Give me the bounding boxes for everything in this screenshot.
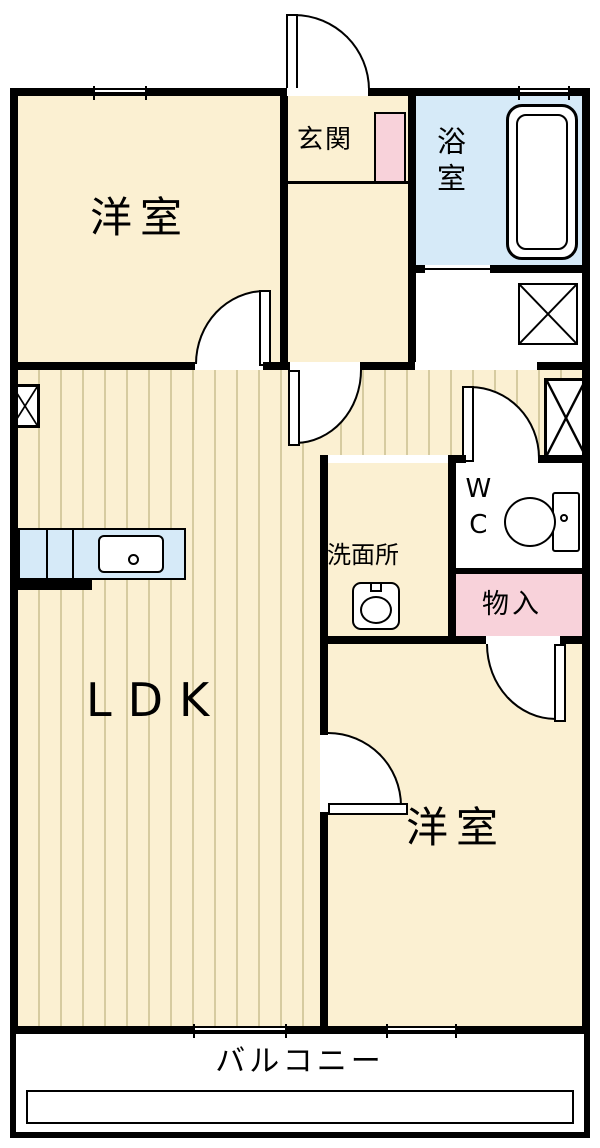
ps-box-right-icon: [544, 378, 588, 458]
toilet-tank: [552, 492, 580, 552]
toilet-icon: [504, 490, 582, 554]
toilet-handle-icon: [560, 514, 568, 522]
wall-segment: [408, 265, 425, 273]
wall-segment: [263, 362, 290, 370]
window: [193, 1024, 287, 1038]
washer-pan-icon: [518, 283, 578, 345]
toilet-bowl: [504, 497, 556, 547]
room-ldk: [18, 370, 320, 1026]
balcony-wall: [584, 1034, 590, 1138]
western2-door-leaf: [554, 644, 566, 722]
wall-segment: [280, 96, 288, 362]
wall-segment: [10, 362, 195, 370]
label-western-room-2: 洋室: [406, 803, 507, 852]
wall-segment: [320, 455, 328, 636]
hallway-door-leaf: [288, 370, 300, 446]
wall-segment: [320, 636, 328, 735]
balcony-wall: [10, 1132, 590, 1138]
room-corridor: [320, 370, 582, 455]
kitchen-counter: [18, 528, 186, 580]
genkan-step-line: [288, 181, 408, 184]
washbasin-faucet-icon: [370, 582, 382, 592]
window: [386, 1024, 457, 1038]
entrance-opening: [287, 88, 368, 96]
bathtub-icon: [506, 104, 578, 260]
window: [518, 86, 570, 100]
wall-segment: [490, 265, 590, 273]
wall-segment: [582, 88, 590, 1034]
wall-segment: [448, 455, 466, 463]
label-storage: 物入: [482, 589, 542, 620]
wall-segment: [360, 362, 415, 370]
kitchen-base: [18, 580, 92, 590]
label-western-room-1: 洋室: [90, 193, 191, 242]
wall-segment: [320, 636, 486, 644]
x-pattern: [547, 381, 585, 455]
shoe-cabinet: [374, 112, 406, 184]
wall-segment: [320, 812, 328, 1026]
western1-door-leaf: [259, 290, 271, 366]
entrance-door-arc: [294, 14, 370, 90]
balcony-wall: [10, 1034, 16, 1138]
wall-segment: [538, 455, 590, 463]
wall-segment: [368, 88, 520, 96]
wall-segment: [568, 88, 590, 96]
washbasin-icon: [352, 582, 400, 630]
wall-segment: [560, 636, 590, 644]
western2-side-door-leaf: [328, 803, 408, 815]
bath-door-line: [425, 268, 490, 270]
label-balcony: バルコニー: [215, 1044, 385, 1079]
wc-door-leaf: [462, 386, 474, 462]
wall-segment: [10, 88, 95, 96]
room-storage: [456, 574, 582, 636]
wall-segment: [10, 88, 18, 1034]
wall-segment: [145, 88, 287, 96]
wall-segment: [448, 455, 456, 644]
bathtub-inner: [516, 114, 568, 250]
label-washroom: 洗面所: [327, 541, 399, 569]
cabinet-divider: [46, 530, 48, 578]
wall-segment: [10, 1026, 195, 1034]
wall-segment: [408, 96, 416, 362]
wall-segment: [537, 362, 590, 370]
kitchen-faucet-icon: [128, 554, 139, 565]
wall-segment: [448, 568, 590, 574]
entrance-door-leaf: [286, 14, 298, 94]
label-genkan: 玄関: [297, 125, 354, 155]
label-bath: 浴室: [432, 126, 467, 200]
window: [93, 86, 147, 100]
label-wc: WC: [463, 474, 494, 546]
cabinet-divider: [72, 530, 74, 578]
label-ldk: LDK: [86, 673, 226, 727]
x-pattern: [520, 285, 576, 343]
balcony-railing: [26, 1090, 574, 1124]
wall-segment: [285, 1026, 388, 1034]
washbasin-bowl: [360, 596, 392, 624]
wall-segment: [455, 1026, 590, 1034]
